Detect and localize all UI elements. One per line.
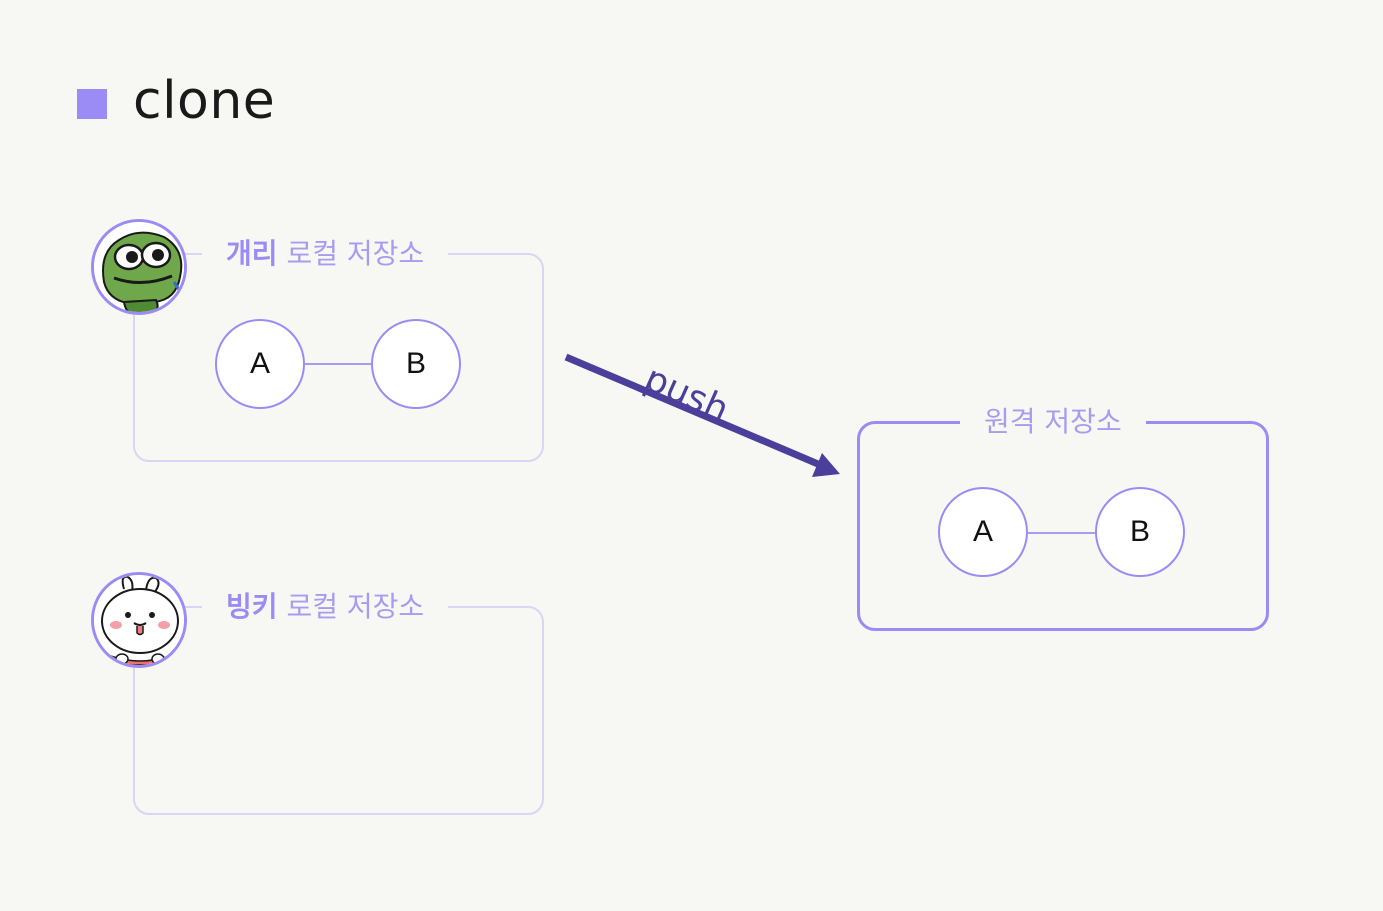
frog-avatar — [91, 219, 187, 315]
frog-icon — [94, 222, 184, 312]
bunny-icon — [94, 575, 184, 665]
remote-commit-edge — [1028, 532, 1098, 534]
gary-local-repo-label: 개리 로컬 저장소 — [202, 236, 449, 272]
gary-repo-suffix: 로컬 저장소 — [286, 237, 425, 270]
arrowhead-icon — [812, 453, 840, 477]
remote-commit-b: B — [1095, 487, 1185, 577]
gary-commit-b: B — [371, 319, 461, 409]
title-marker — [77, 89, 107, 119]
binky-local-repo-label: 빙키 로컬 저장소 — [202, 589, 449, 625]
remote-repo-label: 원격 저장소 — [960, 404, 1146, 440]
page-title: clone — [133, 71, 276, 131]
gary-owner-name: 개리 — [226, 237, 278, 270]
binky-owner-name: 빙키 — [226, 590, 278, 623]
remote-commit-a: A — [938, 487, 1028, 577]
gary-commit-edge — [305, 363, 373, 365]
binky-repo-suffix: 로컬 저장소 — [286, 590, 425, 623]
gary-commit-a: A — [215, 319, 305, 409]
bunny-avatar — [91, 572, 187, 668]
